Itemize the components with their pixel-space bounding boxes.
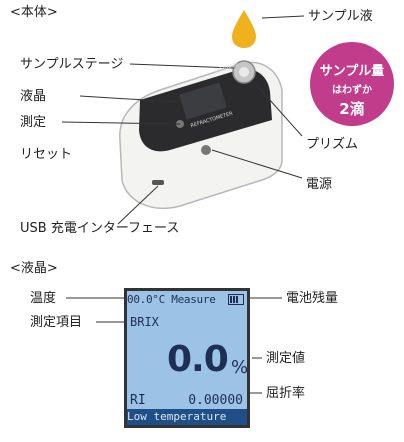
label-reset: リセット xyxy=(20,147,73,162)
screen-status-bar: Low temperature xyxy=(127,409,247,425)
label-battery: 電池残量 xyxy=(286,291,339,306)
sample-drop-icon xyxy=(232,10,256,48)
label-value: 測定値 xyxy=(266,351,306,366)
section-title-body: <本体> xyxy=(10,5,58,20)
display-leader-lines xyxy=(66,297,282,394)
section-title-display: <液晶> xyxy=(10,261,58,276)
label-usb: USB 充電インターフェース xyxy=(20,221,180,236)
badge-line1: サンプル量 xyxy=(319,64,385,79)
screen-ri-value: 0.00000 xyxy=(188,393,243,408)
label-item: 測定項目 xyxy=(30,315,83,330)
lcd-screen: 00.0°C Measure BRIX 0.0 % RI 0.00000 Low… xyxy=(124,288,250,428)
screen-value: 0.0 xyxy=(167,339,229,380)
screen-ri-label: RI xyxy=(130,393,146,408)
screen-unit: % xyxy=(231,357,249,378)
label-measure: 測定 xyxy=(20,115,47,130)
sample-amount-badge: サンプル量 はわずか 2滴 xyxy=(310,42,394,126)
screen-top-line: 00.0°C Measure xyxy=(127,293,216,306)
screen-mode: BRIX xyxy=(130,315,159,329)
label-temperature: 温度 xyxy=(30,291,57,306)
badge-line2: はわずか xyxy=(332,85,372,96)
label-power: 電源 xyxy=(306,177,333,192)
leader-lines xyxy=(61,15,305,225)
label-sample-stage: サンプルステージ xyxy=(20,57,124,72)
label-refraction: 屈折率 xyxy=(266,386,306,401)
battery-icon xyxy=(228,294,244,305)
label-sample-liquid: サンプル液 xyxy=(308,9,373,24)
label-lcd: 液晶 xyxy=(20,89,47,104)
refractometer-device xyxy=(119,60,283,209)
badge-line3: 2滴 xyxy=(339,100,365,118)
label-prism: プリズム xyxy=(306,137,359,152)
